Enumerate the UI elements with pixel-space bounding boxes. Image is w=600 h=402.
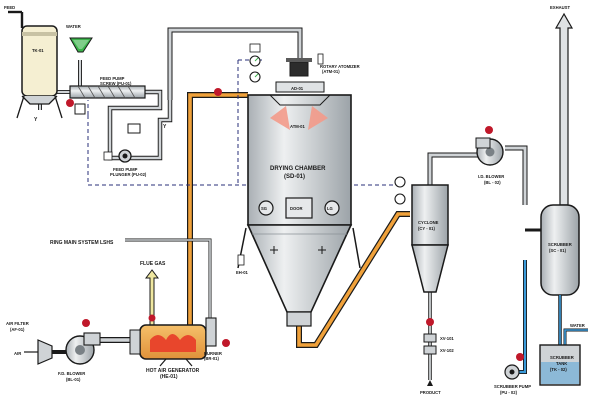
control-signal-lines	[87, 59, 401, 186]
air-filter-label-2: (AF-01)	[10, 327, 25, 332]
status-indicator-icon	[214, 88, 222, 96]
scrubber-tank	[539, 344, 581, 386]
cyclone-to-id-blower-line	[427, 152, 478, 185]
xv1-label: XV-101	[440, 336, 454, 341]
water-top-label: WATER	[66, 24, 81, 29]
feed-pump-plunger-label-1: FEED PUMP	[113, 167, 138, 172]
scrubber-tank-label-1: SCRUBBER	[550, 355, 574, 360]
id-blower: I.D. BLOWER (BL - 02)	[475, 126, 504, 185]
hot-air-duct	[187, 92, 248, 330]
ad-label: AD-01	[291, 86, 304, 91]
scrubber-pump-label-2: (PU - 02)	[500, 390, 518, 395]
fd-blower-label-2: (BL-01)	[66, 377, 81, 382]
id-blower-label-1: I.D. BLOWER	[478, 174, 504, 179]
product-arrow-icon	[427, 380, 433, 386]
id-blower-label-2: (BL - 02)	[484, 180, 501, 185]
sight-glass-icon	[258, 200, 274, 216]
sg-label: SG	[261, 206, 267, 211]
scrubber-label-1: SCRUBBER	[548, 242, 572, 247]
fuel-line	[125, 238, 212, 322]
cyclone: CYCLONE (CY - 01) XV-101 XV-102 PRODUCT	[411, 184, 454, 395]
product-label: PRODUCT	[420, 390, 441, 395]
hot-air-generator: FLUE GAS HOT AIR GENERATOR (HE-01) BURNE…	[129, 261, 230, 380]
scrubber-pump-label-1: SCRUBBER PUMP	[494, 384, 531, 389]
feed-pump-screw-label-1: FEED PUMP	[100, 76, 125, 81]
feed-label: FEED	[4, 5, 15, 10]
drain-symbol: Y	[34, 117, 38, 123]
scrubber-label-2: (SC - 01)	[549, 248, 567, 253]
flue-gas-label: FLUE GAS	[140, 261, 166, 267]
door-label: DOOR	[290, 206, 303, 211]
light-glass-icon	[324, 200, 340, 216]
scrubber-tank-label-3: (TK - 02)	[550, 367, 567, 372]
air-label: AIR	[14, 351, 21, 356]
air-filter-icon	[37, 339, 53, 365]
atm-label: ATM-01	[290, 124, 305, 129]
exhaust-label: EXHAUST	[550, 5, 570, 10]
exhaust-stack	[554, 12, 574, 206]
water-funnel: WATER	[66, 24, 93, 53]
water-bottom-label: WATER	[570, 323, 585, 328]
rotary-atomizer-motor	[289, 61, 309, 77]
outlet-temperature-gauge-icon	[394, 176, 406, 188]
fd-blower-label-1: F.D. BLOWER	[58, 371, 85, 376]
scrubber-tank-label-2: TANK	[556, 361, 567, 366]
status-indicator-icon	[66, 99, 74, 107]
burner-label-2: (BR-01)	[204, 356, 219, 361]
drying-chamber-label-1: DRYING CHAMBER	[270, 166, 326, 172]
scrubber-and-exhaust: EXHAUST SCRUBBER (SC - 01) WATER SCRUBBE…	[494, 5, 585, 395]
drying-chamber: ROTARY ATOMIZER (ATM-01) AD-01 ATM-01 DR…	[236, 53, 361, 327]
drying-chamber-label-2: (SD-01)	[284, 174, 305, 180]
hot-air-generator-label-2: (HE-01)	[160, 374, 178, 380]
air-filter-fd-blower: AIR FILTER (AF-01) AIR F.D. BLOWER (BL-0…	[6, 319, 101, 382]
id-blower-to-scrubber-line	[505, 145, 528, 205]
cyclone-label-2: (CY - 01)	[418, 226, 436, 231]
flame-icon	[150, 334, 196, 352]
hot-air-generator-label-1: HOT AIR GENERATOR	[146, 368, 200, 374]
piping	[38, 27, 588, 380]
spray-left	[270, 106, 290, 130]
rotary-atomizer-label-1: ROTARY ATOMIZER	[320, 64, 360, 69]
air-filter-label-1: AIR FILTER	[6, 321, 29, 326]
feed-pump-plunger-label-2: PLUNGER (PU-02)	[110, 172, 147, 177]
feed-pump-screw: FEED PUMP SCREW (PU-01)	[66, 76, 146, 115]
eh-label: EH-01	[236, 270, 249, 275]
gauges-top	[214, 43, 406, 205]
ring-main-label: RING MAIN SYSTEM LSHS	[50, 240, 114, 246]
spray-right	[308, 106, 328, 130]
xv2-label: XV-102	[440, 348, 454, 353]
feed-pump-screw-label-2: SCREW (PU-01)	[100, 81, 132, 86]
tank-label: TK-01	[32, 48, 44, 53]
lg-label: LG	[327, 206, 333, 211]
feed-pump-plunger: FEED PUMP PLUNGER (PU-02) Y	[103, 123, 167, 177]
motor-icon	[74, 103, 86, 115]
chamber-door	[285, 197, 313, 219]
outlet-pressure-gauge-icon	[394, 193, 406, 205]
rotary-atomizer-label-2: (ATM-01)	[322, 69, 340, 74]
burner	[205, 317, 217, 347]
burner-label-1: BURNER	[204, 351, 222, 356]
feed-tank: FEED TK-01 Y	[4, 5, 63, 123]
cyclone-label-1: CYCLONE	[418, 220, 439, 225]
vent-symbol: Y	[163, 124, 167, 130]
